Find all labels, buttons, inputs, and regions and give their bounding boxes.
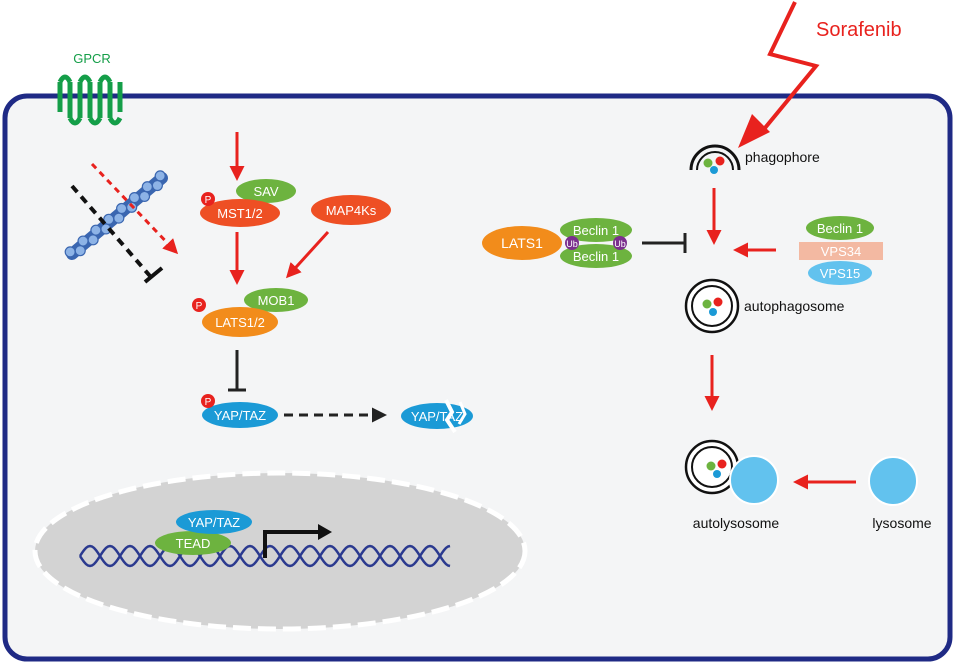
- actin-filament: [64, 170, 168, 260]
- al-cargo-green: [706, 461, 716, 471]
- lysosome-label: lysosome: [872, 515, 931, 531]
- yaptaz-cytoplasm-label: YAP/TAZ: [214, 408, 266, 423]
- vps34-node: [799, 242, 883, 260]
- actin-bead: [154, 170, 166, 182]
- sav-node: [236, 179, 296, 203]
- autolysosome-lysosome: [729, 455, 779, 505]
- nucleus: [32, 470, 528, 632]
- actin-bead: [74, 245, 86, 257]
- mst-phospho-label: P: [205, 195, 212, 206]
- complex-beclin-node: [806, 216, 874, 240]
- mst-label: MST1/2: [217, 206, 263, 221]
- al-cargo-red: [717, 459, 727, 469]
- gpcr-receptor: [57, 74, 123, 126]
- autolysosome-label: autolysosome: [693, 515, 780, 531]
- actin-bead: [113, 212, 125, 224]
- vps15-node: [808, 261, 872, 285]
- cargo-red: [715, 156, 725, 166]
- lats12-label: LATS1/2: [215, 315, 265, 330]
- lats-phospho: [192, 298, 206, 312]
- lats-phospho-label: P: [196, 301, 203, 312]
- autophagosome-inner: [691, 285, 733, 327]
- actin-bead: [141, 181, 153, 193]
- actin-bead: [90, 224, 102, 236]
- vps34-label: VPS34: [821, 244, 861, 259]
- yaptaz-cytoplasm-node: [202, 402, 278, 428]
- actin-bead: [64, 246, 76, 258]
- beclin-top-label: Beclin 1: [573, 223, 619, 238]
- ub-left: [565, 236, 579, 250]
- lysosome-icon: [868, 456, 918, 506]
- yaptaz-nucleus-label: YAP/TAZ: [188, 515, 240, 530]
- complex-beclin-label: Beclin 1: [817, 221, 863, 236]
- ub-right-label: Ub: [614, 239, 626, 249]
- lats12-node: [202, 307, 278, 337]
- mst-phospho: [201, 192, 215, 206]
- map4ks-label: MAP4Ks: [326, 203, 377, 218]
- mst-node: [200, 199, 280, 227]
- ap-cargo-red: [713, 297, 723, 307]
- ub-right: [613, 236, 627, 250]
- map4ks-node: [311, 195, 391, 225]
- tead-node: [155, 531, 231, 555]
- lats1-node: [482, 226, 562, 260]
- transcription-arrow: [263, 530, 318, 558]
- yap-phospho: [201, 394, 215, 408]
- arrow-map4ks-to-lats: [285, 230, 330, 279]
- actin-bead: [151, 179, 163, 192]
- yaptaz-degraded-label: YAP/TAZ: [411, 409, 463, 424]
- actin-bead: [77, 235, 89, 247]
- ap-cargo-green: [702, 299, 712, 309]
- actin-bead: [87, 234, 99, 246]
- phagophore-icon: [689, 144, 741, 171]
- tead-label: TEAD: [176, 536, 211, 551]
- phagophore-label: phagophore: [745, 149, 820, 165]
- sav-label: SAV: [253, 184, 278, 199]
- yap-phospho-label: P: [205, 397, 212, 408]
- dashed-inhibition-line: [70, 184, 152, 278]
- dashed-activation-line: [90, 162, 179, 255]
- autophagosome-label: autophagosome: [744, 298, 845, 314]
- sorafenib-label: Sorafenib: [816, 19, 902, 41]
- vps15-label: VPS15: [820, 266, 860, 281]
- al-cargo-blue: [713, 470, 721, 478]
- actin-bead: [138, 190, 151, 202]
- cargo-green: [703, 158, 713, 168]
- mob1-label: MOB1: [258, 293, 295, 308]
- beclin-top-node: [560, 218, 632, 242]
- beclin-bottom-node: [560, 244, 632, 268]
- ub-left-label: Ub: [566, 239, 578, 249]
- lats1-label: LATS1: [501, 235, 543, 251]
- transcription-arrowhead: [318, 524, 332, 540]
- cargo-blue: [710, 166, 718, 174]
- actin-bead: [116, 202, 128, 215]
- sorafenib-arrowhead: [738, 114, 770, 148]
- beclin-bottom-label: Beclin 1: [573, 249, 619, 264]
- yaptaz-degraded: YAP/TAZ: [401, 399, 473, 434]
- gpcr-label: GPCR: [73, 51, 111, 66]
- inhibition-bar: [143, 266, 164, 284]
- mob1-node: [244, 288, 308, 312]
- yaptaz-nucleus-node: [176, 510, 252, 534]
- ap-cargo-blue: [709, 308, 717, 316]
- sorafenib-lightning-icon: [758, 1, 820, 136]
- phagophore-inner: [696, 151, 734, 171]
- actin-bead: [128, 192, 141, 204]
